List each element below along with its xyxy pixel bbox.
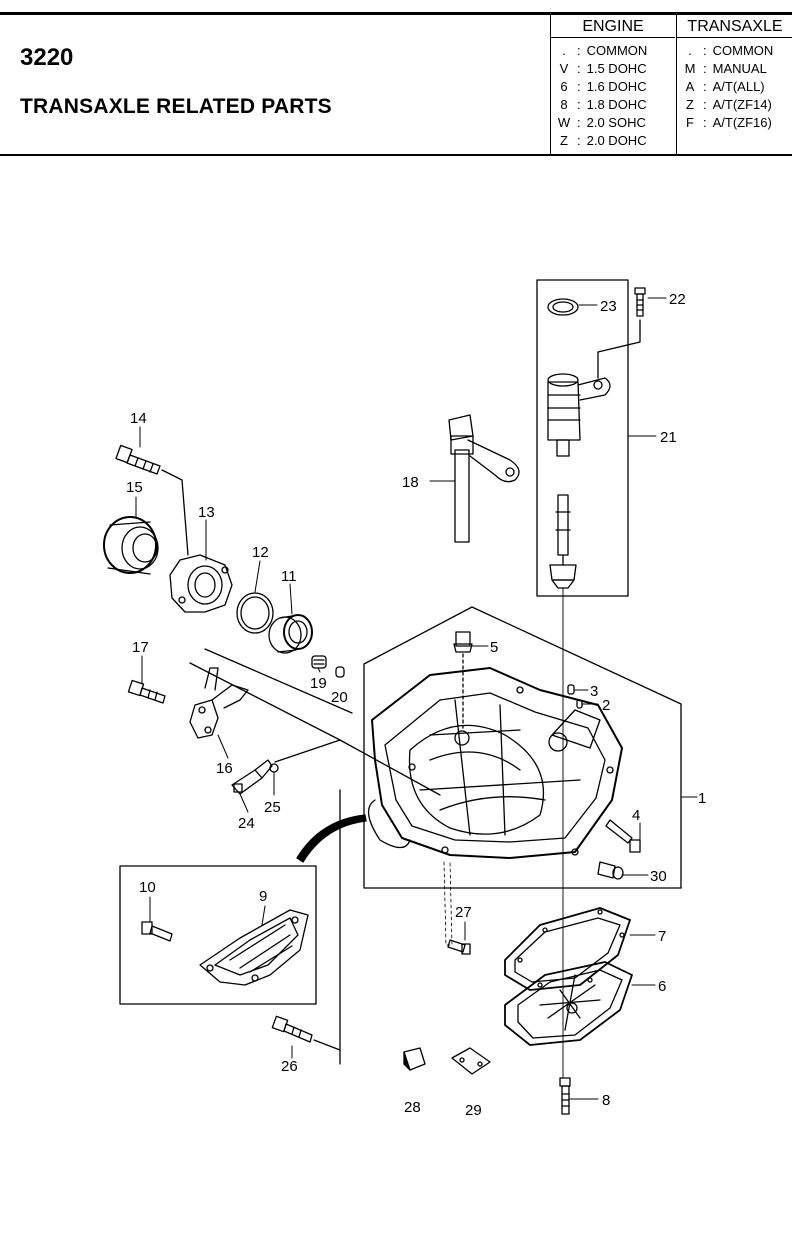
transaxle-legend: TRANSAXLE .:COMMON M:MANUAL A:A/T(ALL) Z… [676, 15, 792, 154]
transaxle-legend-row: F:A/T(ZF16) [686, 115, 772, 130]
page-header: 3220 TRANSAXLE RELATED PARTS ENGINE .:CO… [0, 0, 792, 160]
bolt-14-leader [161, 469, 189, 556]
plug-19 [311, 655, 327, 669]
bearing-retainer-13 [169, 554, 233, 613]
bolt-14 [115, 444, 161, 475]
cable [296, 814, 367, 863]
engine-legend-row: V:1.5 DOHC [559, 61, 647, 76]
callout-30: 30 [650, 868, 667, 885]
callout-labels: 1 2 3 4 5 6 7 8 9 10 11 12 13 14 15 16 1… [126, 291, 706, 1119]
clip-28 [403, 1047, 426, 1071]
callout-2: 2 [602, 697, 610, 714]
callout-18: 18 [402, 474, 419, 491]
exploded-parts-diagram: 1 2 3 4 5 6 7 8 9 10 11 12 13 14 15 16 1… [103, 279, 706, 1119]
callout-16: 16 [216, 760, 233, 777]
section-code: 3220 [20, 44, 74, 71]
shim-12 [236, 592, 274, 634]
bearing-11 [268, 614, 313, 654]
callout-17: 17 [132, 639, 149, 656]
transaxle-case [368, 667, 623, 859]
engine-legend-row: 8:1.8 DOHC [560, 97, 647, 112]
callout-7: 7 [658, 928, 666, 945]
seal-15 [103, 516, 159, 575]
transaxle-legend-row: Z:A/T(ZF14) [686, 97, 772, 112]
callout-11: 11 [281, 568, 297, 585]
engine-legend-row: Z:2.0 DOHC [560, 133, 647, 148]
bolt-22-leader-path [597, 319, 641, 379]
engine-legend-row: .:COMMON [562, 43, 648, 58]
callout-22: 22 [669, 291, 686, 308]
header-top-rule [0, 12, 792, 15]
section-title: TRANSAXLE RELATED PARTS [20, 95, 332, 118]
callout-1: 1 [698, 790, 706, 807]
engine-legend-row: 6:1.6 DOHC [560, 79, 647, 94]
callout-26: 26 [281, 1058, 298, 1075]
callout-5: 5 [490, 639, 498, 656]
shift-fork-16 [189, 667, 249, 739]
callout-27: 27 [455, 904, 472, 921]
reference-frames [119, 279, 682, 1065]
pan-plate-6 [504, 961, 633, 1046]
callout-13: 13 [198, 504, 215, 521]
callout-25: 25 [264, 799, 281, 816]
callout-6: 6 [658, 978, 666, 995]
bolt-26 [271, 1015, 313, 1043]
bolt-17 [127, 679, 166, 704]
pin-3 [567, 684, 575, 695]
transaxle-legend-row: A:A/T(ALL) [685, 79, 765, 94]
callout-28: 28 [404, 1099, 421, 1116]
callout-19: 19 [310, 675, 327, 692]
bolt-8 [559, 1077, 571, 1115]
engine-legend-row: W:2.0 SOHC [557, 115, 646, 130]
bolt-4 [605, 819, 641, 853]
callout-10: 10 [139, 879, 156, 896]
pin-20 [335, 666, 345, 678]
callout-29: 29 [465, 1102, 482, 1119]
callout-4: 4 [632, 807, 640, 824]
callout-8: 8 [602, 1092, 610, 1109]
callout-15: 15 [126, 479, 143, 496]
bolt-10 [141, 921, 173, 942]
plug-5 [453, 631, 473, 653]
cover-9 [199, 909, 309, 986]
washer-25 [269, 763, 279, 773]
transaxle-legend-row: M:MANUAL [684, 61, 767, 76]
callout-9: 9 [259, 888, 267, 905]
header-bottom-rule [0, 154, 792, 156]
shift-shaft [448, 414, 520, 543]
engine-legend: ENGINE .:COMMON V:1.5 DOHC 6:1.6 DOHC 8:… [550, 15, 675, 154]
callout-24: 24 [238, 815, 255, 832]
sensor-24 [231, 759, 273, 795]
bolt-22 [634, 287, 646, 317]
transaxle-legend-row: .:COMMON [688, 43, 774, 58]
sensor-leader [274, 739, 441, 796]
label-leaders [135, 297, 698, 1100]
callout-3: 3 [590, 683, 598, 700]
callout-20: 20 [331, 689, 348, 706]
plug-30 [597, 861, 624, 880]
engine-legend-heading: ENGINE [551, 17, 675, 38]
bolt-27 [443, 861, 471, 955]
callout-21: 21 [660, 429, 677, 446]
transaxle-legend-heading: TRANSAXLE [677, 17, 792, 38]
speedometer-drive-assembly [547, 298, 611, 589]
bracket-29 [451, 1047, 491, 1075]
bolt-26-leader [313, 1039, 341, 1051]
callout-12: 12 [252, 544, 269, 561]
callout-14: 14 [130, 410, 147, 427]
callout-23: 23 [600, 298, 617, 315]
